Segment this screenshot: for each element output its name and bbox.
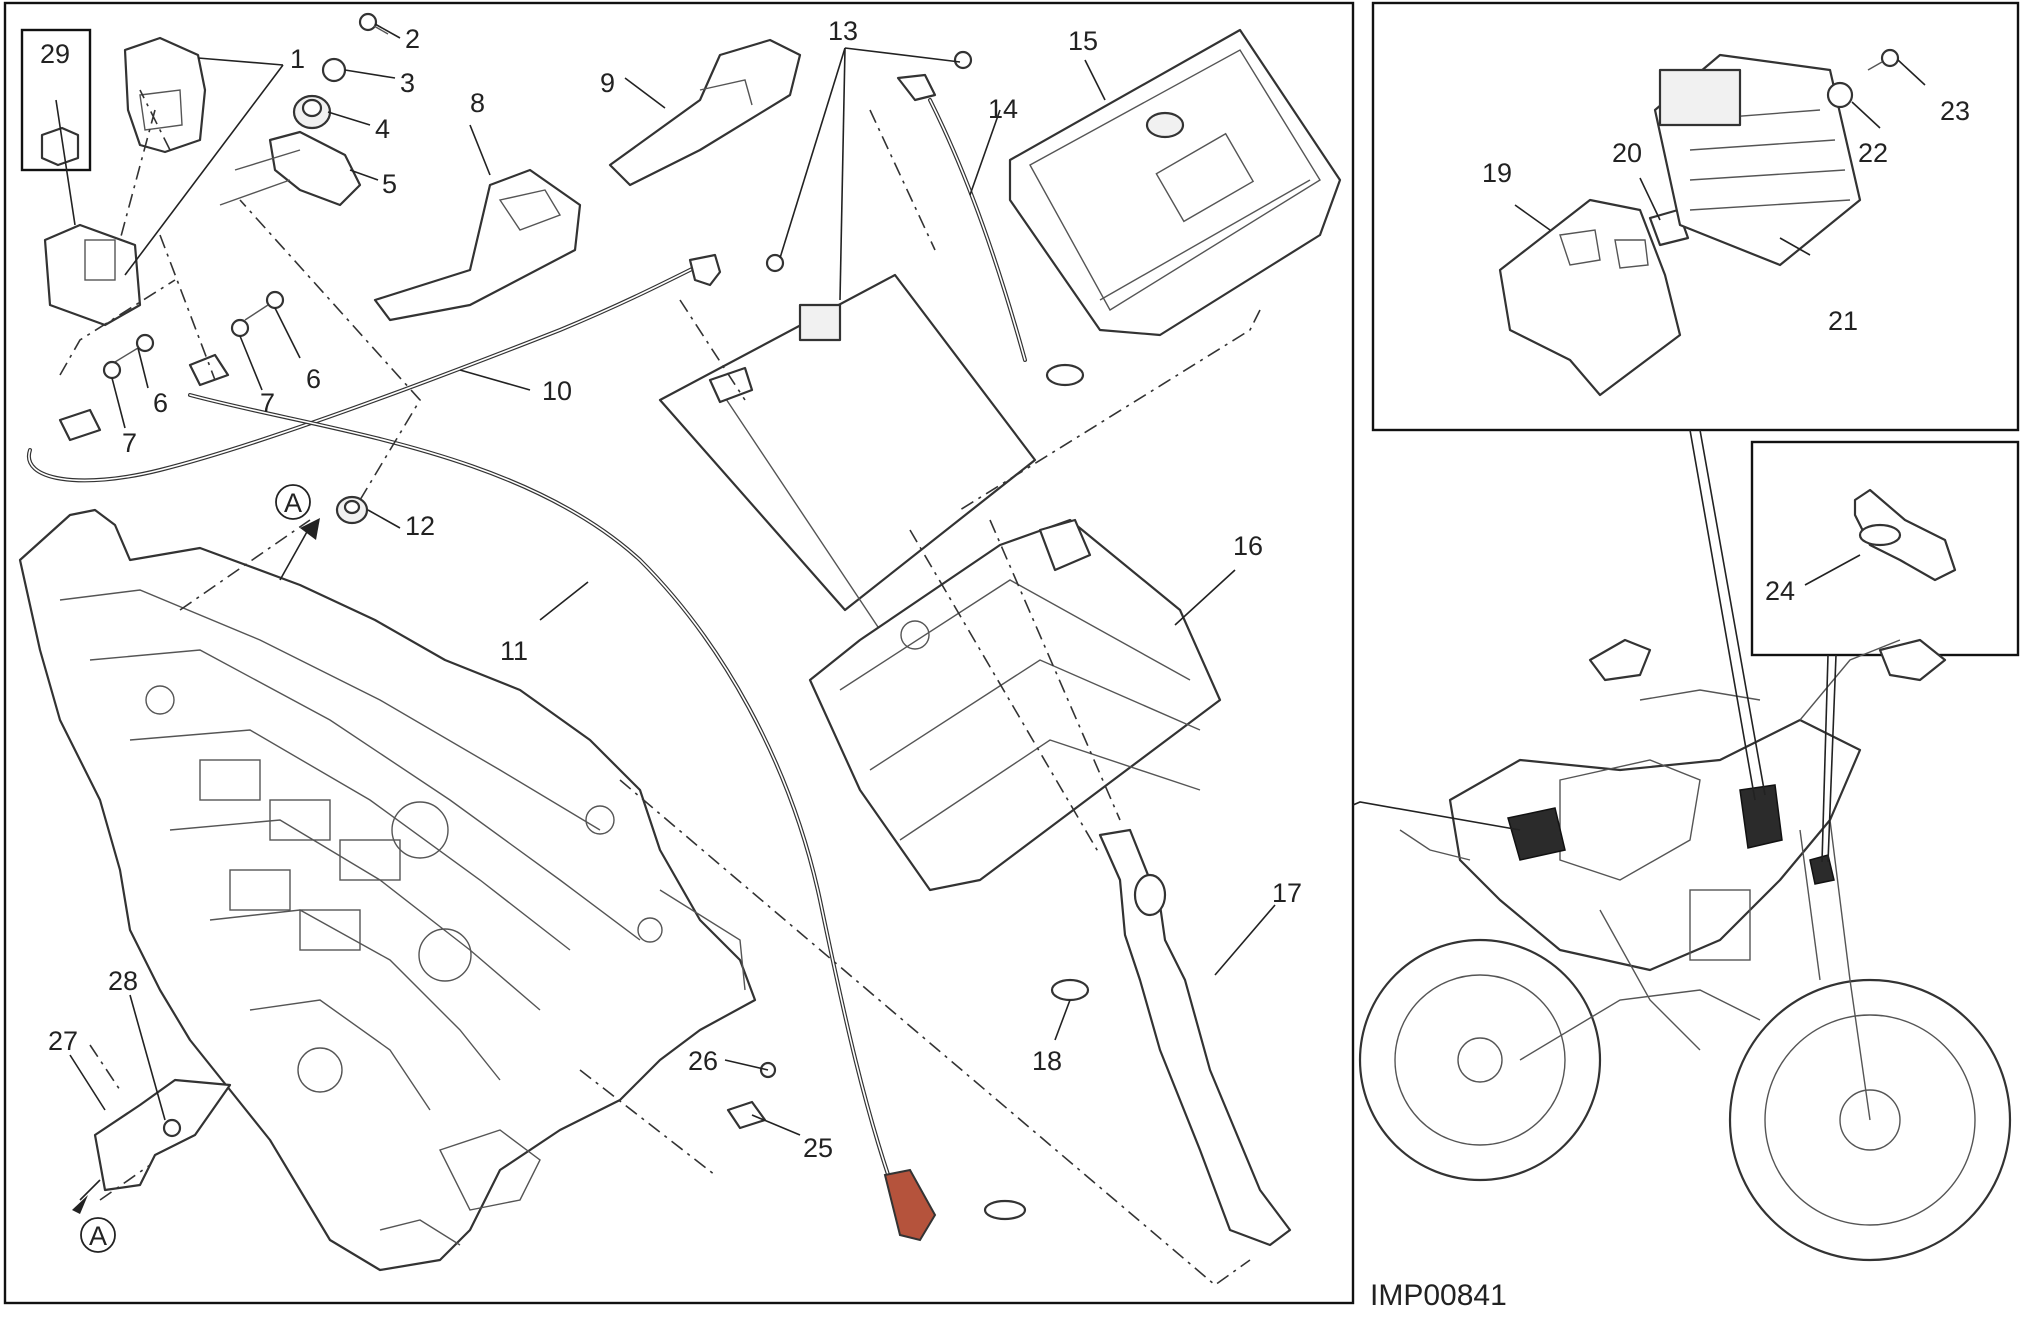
callout-17: 17 <box>1272 878 1302 908</box>
callout-25: 25 <box>803 1133 833 1163</box>
part-7-washer-right <box>230 318 250 338</box>
callout-6-left: 6 <box>153 388 168 418</box>
part-6-screw-left <box>114 333 155 363</box>
part-12-grommet <box>335 495 369 525</box>
callout-1: 1 <box>290 44 305 74</box>
part-3-washer <box>321 57 347 83</box>
callout-16: 16 <box>1233 531 1263 561</box>
detail-inset-regulator-frame <box>1371 1 2020 432</box>
main-panel-frame <box>3 1 1355 1305</box>
part-18-ring <box>1050 978 1090 1002</box>
locator-ecu-highlight <box>1507 807 1566 861</box>
part-11-ground-cable <box>188 393 1027 1242</box>
part-4-grommet <box>292 94 332 130</box>
callout-27: 27 <box>48 1026 78 1056</box>
view-marker-label-top: A <box>284 488 302 518</box>
fuse-holder <box>43 223 142 327</box>
part-29-fuse <box>40 126 80 167</box>
view-marker-top: A <box>275 484 311 520</box>
view-marker-bottom: A <box>80 1217 116 1253</box>
callout-15: 15 <box>1068 26 1098 56</box>
battery <box>658 273 1037 631</box>
callout-labels: 1 2 3 4 5 6 6 7 7 8 9 10 11 12 13 14 15 … <box>40 16 1970 1163</box>
callout-20: 20 <box>1612 138 1642 168</box>
part-28-screw <box>162 1118 182 1138</box>
part-24-clip <box>1853 488 1957 582</box>
part-9-cover <box>608 38 802 187</box>
callout-12: 12 <box>405 511 435 541</box>
callout-10: 10 <box>542 376 572 406</box>
part-8-cover <box>373 168 582 322</box>
callout-18: 18 <box>1032 1046 1062 1076</box>
part-7-washer-left <box>102 360 122 380</box>
part-6-screw-right <box>244 290 285 321</box>
callout-24: 24 <box>1765 576 1795 606</box>
locator-regulator-highlight <box>1739 784 1783 849</box>
part-16-battery-tray <box>808 518 1222 892</box>
part-22-washer <box>1826 81 1854 109</box>
part-21-voltage-regulator <box>1653 53 1862 267</box>
rear-subframe <box>18 508 757 1272</box>
part-19-cover <box>1498 198 1682 397</box>
callout-29: 29 <box>40 39 70 69</box>
callout-28: 28 <box>108 966 138 996</box>
part-25-clip <box>726 1100 767 1130</box>
callout-11: 11 <box>500 636 528 666</box>
callout-7-right: 7 <box>260 388 275 418</box>
part-27-bracket <box>93 1078 232 1192</box>
part-5-bracket <box>219 130 362 207</box>
part-14-positive-cable <box>896 73 1085 387</box>
part-13-screw <box>765 50 973 273</box>
callout-13: 13 <box>828 16 858 46</box>
callout-2: 2 <box>405 24 420 54</box>
part-1-connector-cover <box>123 36 207 154</box>
callout-21: 21 <box>1828 306 1858 336</box>
callout-9: 9 <box>600 68 615 98</box>
callout-23: 23 <box>1940 96 1970 126</box>
callout-5: 5 <box>382 169 397 199</box>
view-marker-label-bottom: A <box>89 1221 107 1251</box>
part-15-ecu <box>1008 28 1342 337</box>
part-23-screw <box>1867 48 1900 71</box>
callout-4: 4 <box>375 114 390 144</box>
callout-19: 19 <box>1482 158 1512 188</box>
part-2-screw <box>358 12 389 35</box>
locator-leaders <box>1352 429 1837 863</box>
callout-22: 22 <box>1858 138 1888 168</box>
callout-26: 26 <box>688 1046 718 1076</box>
fuse-inset-frame <box>20 28 92 172</box>
callout-7-left: 7 <box>122 428 137 458</box>
motorcycle-locator-view <box>1358 638 2012 1262</box>
callout-8: 8 <box>470 88 485 118</box>
assembly-lines <box>59 89 1261 1287</box>
part-10-cable <box>26 253 722 483</box>
callout-3: 3 <box>400 68 415 98</box>
callout-14: 14 <box>988 94 1018 124</box>
callout-6-right: 6 <box>306 364 321 394</box>
part-17-battery-strap <box>1098 828 1292 1247</box>
callout-leaders <box>55 23 1926 1136</box>
view-arrows <box>72 518 320 1214</box>
terminal-clamps <box>58 353 230 442</box>
diagram-code: IMP00841 <box>1370 1279 1507 1312</box>
